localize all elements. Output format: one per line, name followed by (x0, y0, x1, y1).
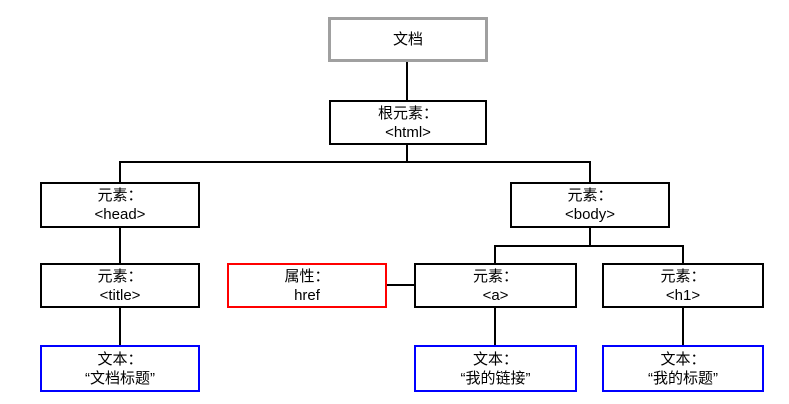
connector-rail-body (589, 161, 591, 182)
node-text-document-title: 文本： “文档标题” (40, 345, 200, 392)
node-value: <body> (564, 206, 616, 223)
node-value: href (294, 286, 320, 304)
node-document: 文档 (328, 17, 488, 62)
node-text-my-link: 文本： “我的链接” (414, 345, 577, 392)
node-value: <title> (99, 286, 141, 304)
node-value: <head> (94, 206, 146, 223)
connector-rail-head (119, 161, 121, 182)
node-type-label: 属性： (284, 267, 330, 285)
node-type-label: 文本： (660, 350, 706, 368)
node-element-head: 元素： <head> (40, 182, 200, 228)
node-type-label: 文本： (472, 350, 518, 368)
node-type-label: 元素： (97, 187, 143, 204)
connector-h1-text (682, 308, 684, 345)
node-type-label: 元素： (472, 267, 518, 285)
node-value: “文档标题” (85, 369, 155, 387)
connector-html-rail (406, 145, 408, 162)
node-value: “我的链接” (460, 369, 531, 387)
connector-title-text (119, 308, 121, 345)
node-root-element-html: 根元素： <html> (329, 100, 487, 145)
node-type-label: 元素： (660, 267, 706, 285)
node-type-label: 文本： (97, 350, 143, 368)
connector-rail-h1 (682, 245, 684, 263)
node-element-h1: 元素： <h1> (602, 263, 764, 308)
node-type-label: 元素： (97, 267, 143, 285)
node-value: <a> (482, 286, 509, 304)
node-value: <html> (385, 123, 431, 141)
connector-rail-html-children (119, 161, 591, 163)
node-element-body: 元素： <body> (510, 182, 670, 228)
node-text-my-heading: 文本： “我的标题” (602, 345, 764, 392)
connector-href-a (387, 284, 414, 286)
node-document-label: 文档 (392, 31, 423, 48)
node-element-title: 元素： <title> (40, 263, 200, 308)
connector-rail-a (494, 245, 496, 263)
node-type-label: 元素： (567, 187, 613, 204)
node-type-label: 根元素： (377, 104, 438, 122)
node-element-a: 元素： <a> (414, 263, 577, 308)
connector-document-html (406, 62, 408, 100)
node-attribute-href: 属性： href (227, 263, 387, 308)
connector-a-text (494, 308, 496, 345)
connector-body-rail (589, 228, 591, 247)
node-value: “我的标题” (648, 369, 718, 387)
connector-head-title (119, 228, 121, 263)
node-value: <h1> (665, 286, 701, 304)
connector-rail-body-children (494, 245, 684, 247)
